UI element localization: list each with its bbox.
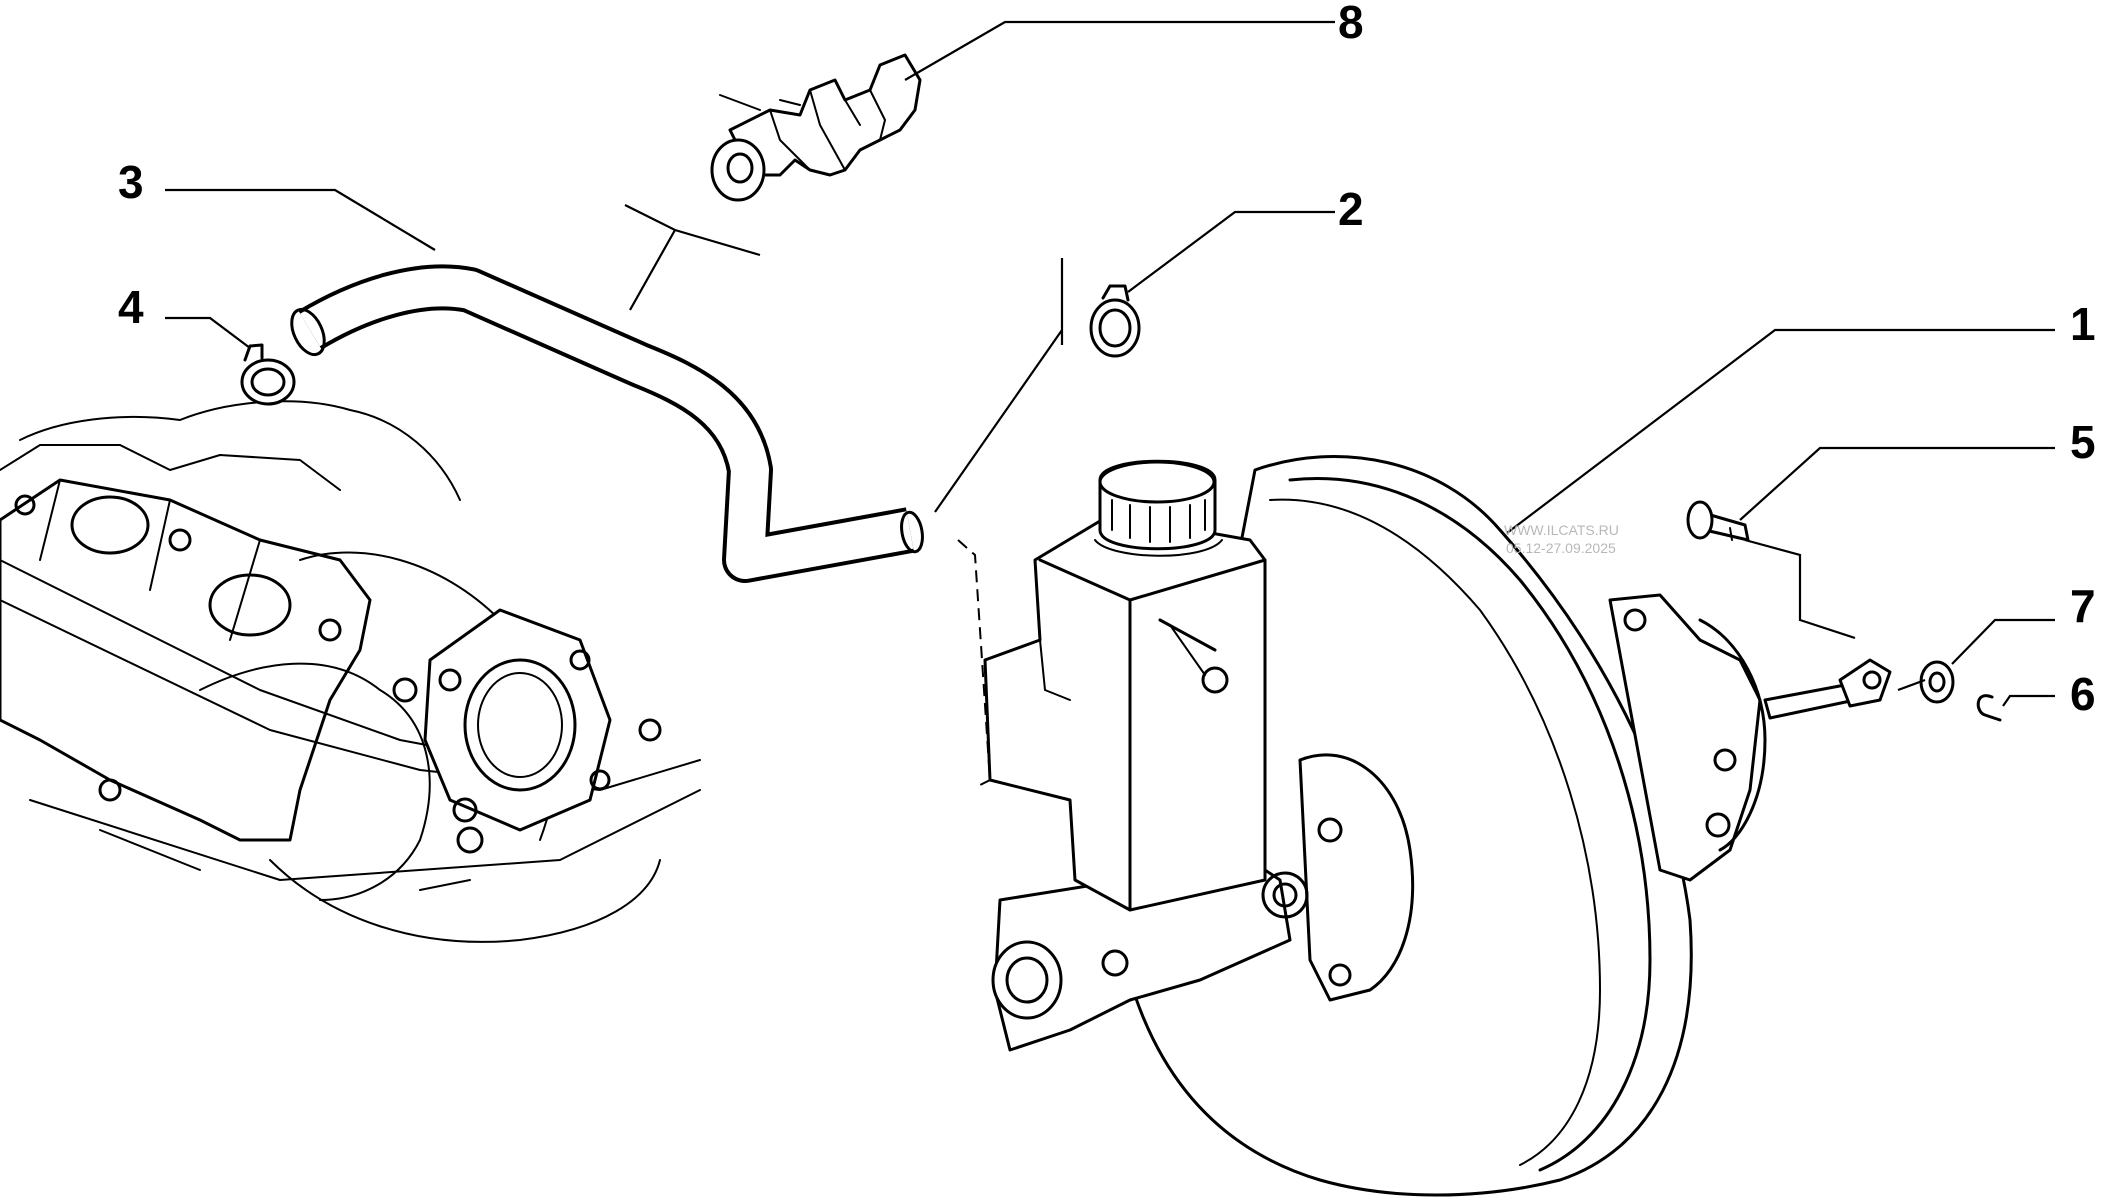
callout-3: 3 [118,156,144,208]
retaining-clip [1976,694,2002,722]
intake-manifold [0,400,701,943]
callout-7: 7 [2070,580,2096,632]
hose-connector [710,53,922,202]
hose-clamp-small-right [1089,284,1141,358]
callout-1: 1 [2070,298,2096,350]
clevis-pin [1686,500,1750,542]
hose-clamp-small-left [240,343,296,406]
callout-8: 8 [1338,0,1364,48]
watermark-site: WWW.ILCATS.RU [1504,522,1619,538]
watermark-date: 05.12-27.09.2025 [1506,540,1616,556]
callout-6: 6 [2070,668,2096,720]
brake-servo-assembly [957,455,1892,1197]
washer [1919,660,1955,704]
leader-lines [165,20,2055,707]
vacuum-hose [290,204,1064,583]
callout-4: 4 [118,281,144,333]
callout-5: 5 [2070,416,2096,468]
callout-2: 2 [1338,183,1364,235]
